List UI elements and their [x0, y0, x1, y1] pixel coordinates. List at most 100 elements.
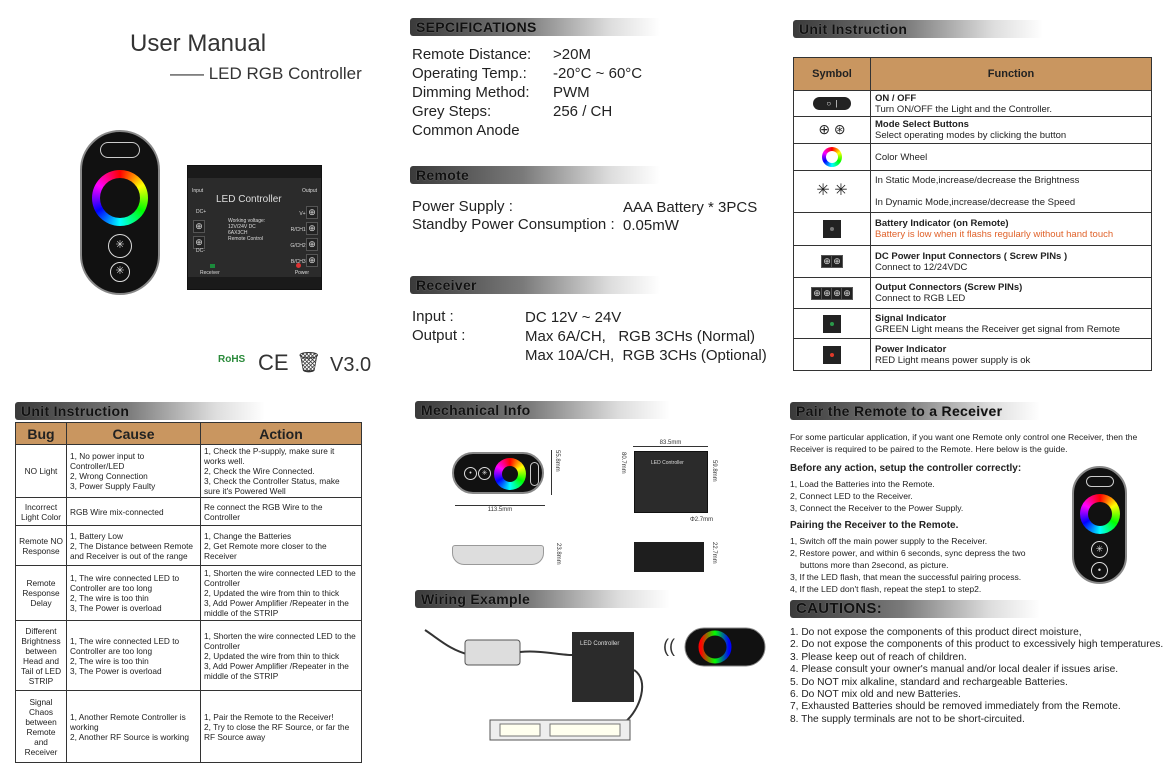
action-line: 2, Try to close the RF Source, or far th…: [204, 721, 350, 742]
action-line: 1, Shorten the wire connected LED to the…: [204, 630, 356, 651]
spec-label: Remote Distance:: [412, 46, 532, 63]
setup-step: 2, Connect LED to the Receiver.: [790, 491, 913, 501]
cause-line: 2, The wire is too thin: [70, 593, 149, 603]
caution-item: 2. Do not expose the components of this …: [790, 639, 1164, 651]
cause-line: 2, Another RF Source is working: [70, 731, 189, 742]
caution-item: 7, Exhausted Batteries should be removed…: [790, 701, 1121, 713]
pair-title: Pairing the Receiver to the Remote.: [790, 520, 959, 531]
controller-image: Input Output LED Controller DC+ ⊕ ⊕ DC- …: [187, 165, 322, 290]
wiring-heading: Wiring Example: [415, 590, 670, 608]
rohs-logo: RoHS: [218, 354, 246, 365]
action-line: 3, Add Power Amplifier /Repeater in the …: [204, 660, 349, 681]
battery-warning: Battery is low when it flashs regularly …: [875, 229, 1114, 240]
remote-length-dim: 113.5mm: [455, 505, 545, 513]
caution-item: 5. Do NOT mix alkaline, standard and rec…: [790, 676, 1068, 688]
cause-line: 3, Power Supply Faulty: [70, 481, 156, 491]
color-wheel-icon: [92, 170, 148, 226]
manual-title: User Manual: [130, 30, 267, 57]
caution-item: 4. Please consult your owner's manual an…: [790, 664, 1119, 676]
col-bug: Bug: [15, 422, 67, 445]
standby-value: 0.05mW: [623, 217, 679, 234]
table-row: Signal Chaos between Remote and Receiver…: [15, 690, 362, 763]
symbol-desc: Turn ON/OFF the Light and the Controller…: [875, 103, 1053, 115]
cautions-heading: CAUTIONS:: [790, 600, 1040, 618]
action-line: 2, Check the Wire Connected.: [204, 466, 315, 476]
spec-value: PWM: [553, 84, 590, 101]
ctrl-width-dim: 83.5mm: [633, 440, 708, 447]
action-line: 2, Get Remote more closer to the Receive…: [204, 540, 327, 561]
action-line: 2, Updated the wire from thin to thick: [204, 588, 340, 598]
action-line: 1, Change the Batteries: [204, 530, 292, 541]
action-line: 3, Check the Controller Status, make sur…: [204, 476, 340, 496]
pairing-heading: Pair the Remote to a Receiver: [790, 402, 1040, 420]
pair-step: 3, If the LED flash, that mean the succe…: [790, 572, 1022, 582]
power-switch-icon: [100, 142, 140, 158]
r-ch-label: R/CH1: [290, 227, 306, 233]
action-line: 1, Shorten the wire connected LED to the…: [204, 568, 356, 588]
remote-heading: Remote: [410, 166, 660, 184]
action-line: Re connect the RGB Wire to the Controlle…: [204, 501, 323, 522]
table-row: Different Brightness between Head and Ta…: [15, 620, 362, 691]
caution-item: 3. Please keep out of reach of children.: [790, 651, 967, 663]
action-cell: 1, Shorten the wire connected LED to the…: [200, 565, 362, 621]
bug-cell: Different Brightness between Head and Ta…: [15, 620, 67, 691]
action-cell: Re connect the RGB Wire to the Controlle…: [200, 497, 362, 526]
cause-line: 1, The wire connected LED to Controller …: [70, 635, 180, 656]
remote-top-drawing: • ✳: [452, 452, 544, 494]
controller-top-drawing: LED Controller: [634, 451, 708, 513]
action-line: 3, Add Power Amplifier /Repeater in the …: [204, 598, 349, 618]
controller-title: LED Controller: [216, 194, 282, 205]
symbol-title: Output Connectors (Screw PINs): [875, 282, 1023, 293]
symbol-title: Mode Select Buttons: [875, 119, 969, 130]
hole-dim: Φ2.7mm: [690, 517, 714, 523]
symbol-title: Power Indicator: [875, 343, 947, 355]
col-cause: Cause: [66, 422, 201, 445]
symbol-title: Battery Indicator (on Remote): [875, 218, 1009, 229]
col-action: Action: [200, 422, 362, 445]
setup-step: 1, Load the Batteries into the Remote.: [790, 479, 935, 489]
controller-spec-remote: Remote Control: [228, 236, 264, 242]
spec-label: Operating Temp.:: [412, 65, 527, 82]
version-label: V3.0: [330, 354, 372, 376]
svg-text:LED Controller: LED Controller: [580, 641, 619, 647]
b-ch-label: B/CH3: [290, 259, 306, 265]
ctrl-height-dim: 80.7mm: [620, 452, 626, 474]
specifications-heading: SEPCIFICATIONS: [410, 18, 660, 36]
controller-input-label: Input: [192, 188, 204, 194]
dc-minus-label: DC-: [196, 248, 205, 254]
cause-line: 1, No power input to Controller/LED: [70, 451, 145, 471]
wiring-diagram: LED Controller ((: [424, 627, 766, 741]
pair-step: 1, Switch off the main power supply to t…: [790, 536, 988, 546]
output-value-optional: Max 10A/CH, RGB 3CHs (Optional): [525, 347, 767, 364]
remote-image: ✳ ✳: [80, 130, 160, 295]
power-indicator-icon: [823, 345, 841, 364]
troubleshooting-heading: Unit Instruction: [15, 402, 265, 420]
symbol-desc: Connect to RGB LED: [875, 293, 966, 304]
mechanical-heading: Mechanical Info: [415, 401, 670, 419]
cause-line: 3, The Power is overload: [70, 665, 162, 676]
spec-value: 256 / CH: [553, 103, 613, 120]
dc-input-connector-icon: ⊕⊕: [821, 255, 843, 268]
cause-line: RGB Wire mix-connected: [70, 506, 164, 517]
cause-line: 2, Wrong Connection: [70, 471, 148, 481]
spec-label: Dimming Method:: [412, 84, 530, 101]
input-label: Input :: [412, 308, 454, 325]
setup-title: Before any action, setup the controller …: [790, 463, 1022, 474]
symbol-desc: RED Light means power supply is ok: [875, 354, 1031, 366]
caution-item: 6. Do NOT mix old and new Batteries.: [790, 689, 961, 701]
color-wheel-icon: [822, 147, 842, 167]
svg-text:((: ((: [663, 636, 675, 656]
pair-step: 4, If the LED don't flash, repeat the st…: [790, 584, 982, 594]
pair-step: 2, Restore power, and within 6 seconds, …: [790, 548, 1026, 570]
cause-line: 2, The wire is too thin: [70, 655, 149, 666]
action-line: 2, Updated the wire from thin to thick: [204, 650, 340, 661]
cautions-list: 1. Do not expose the components of this …: [790, 627, 1163, 726]
bug-cell: NO Light: [15, 444, 67, 498]
input-value: DC 12V ~ 24V: [525, 309, 622, 326]
remote-side-drawing: [452, 545, 544, 565]
